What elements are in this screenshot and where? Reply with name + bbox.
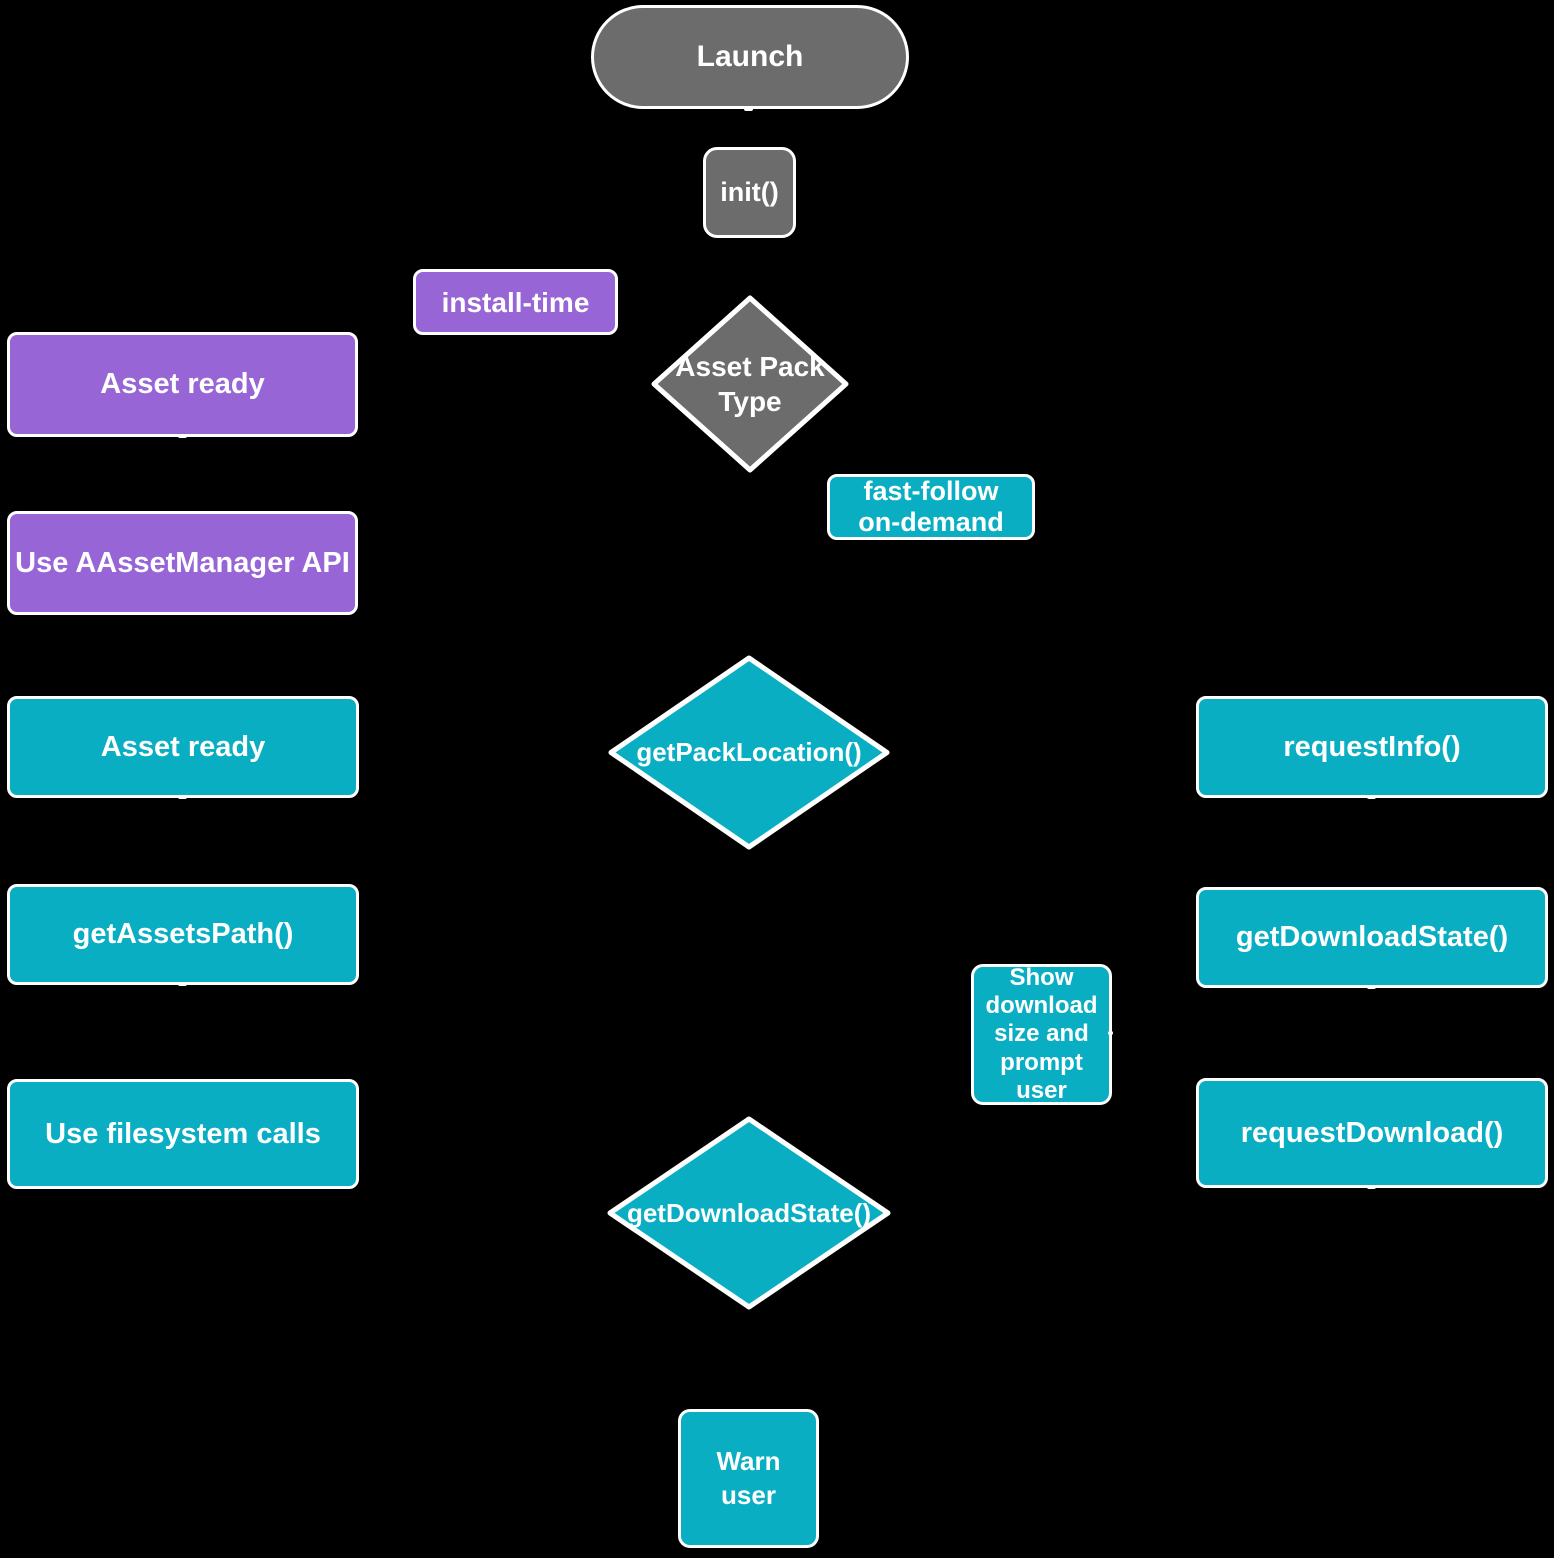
branch-label-fast-follow-on-demand: fast-follow on-demand <box>827 474 1035 540</box>
connector-stub <box>1367 795 1376 799</box>
node-show-download-size-prompt-label: Show download size and prompt user <box>985 964 1098 1104</box>
decision-asset-pack-type-label: Asset Pack Type <box>675 351 825 417</box>
diamond-shape <box>651 295 849 473</box>
connector-stub <box>1367 985 1376 989</box>
node-get-download-state: getDownloadState() <box>1196 887 1548 988</box>
decision-get-pack-location-label: getPackLocation() <box>636 737 862 768</box>
node-request-info: requestInfo() <box>1196 696 1548 798</box>
node-show-download-size-prompt: Show download size and prompt user <box>971 964 1112 1105</box>
connector-stub <box>178 982 187 986</box>
node-asset-ready-install-time-label: Asset ready <box>100 368 265 401</box>
node-init-label: init() <box>720 176 779 207</box>
node-use-aassetmanager-api: Use AAssetManager API <box>7 511 358 615</box>
node-asset-ready-install-time: Asset ready <box>7 332 358 437</box>
connector-stub <box>744 107 753 111</box>
diamond-shape <box>608 655 890 850</box>
node-launch-label: Launch <box>696 40 804 74</box>
connector-stub <box>178 795 187 799</box>
node-launch: Launch <box>591 5 909 109</box>
decision-get-download-state-label: getDownloadState() <box>626 1197 872 1228</box>
branch-label-fast-follow-on-demand-text: fast-follow on-demand <box>858 475 1004 537</box>
node-use-filesystem-calls-label: Use filesystem calls <box>45 1117 321 1150</box>
connector-stub <box>1108 1031 1113 1035</box>
node-request-download-label: requestDownload() <box>1240 1116 1504 1149</box>
node-get-assets-path: getAssetsPath() <box>7 884 359 985</box>
node-warn-user-label: Warn user <box>716 1445 781 1510</box>
decision-asset-pack-type: Asset Pack Type <box>650 294 850 474</box>
node-request-info-label: requestInfo() <box>1283 730 1461 763</box>
node-use-aassetmanager-api-label: Use AAssetManager API <box>15 546 350 579</box>
connector-stub <box>178 434 187 438</box>
node-warn-user: Warn user <box>678 1409 819 1548</box>
branch-label-install-time: install-time <box>413 269 618 335</box>
decision-get-download-state: getDownloadState() <box>606 1115 892 1311</box>
decision-get-pack-location: getPackLocation() <box>607 654 891 851</box>
node-asset-ready-fast-follow-label: Asset ready <box>100 730 266 763</box>
node-use-filesystem-calls: Use filesystem calls <box>7 1079 359 1189</box>
node-request-download: requestDownload() <box>1196 1078 1548 1188</box>
node-get-download-state-label: getDownloadState() <box>1235 921 1509 954</box>
node-get-assets-path-label: getAssetsPath() <box>72 918 294 951</box>
branch-label-install-time-text: install-time <box>441 286 590 318</box>
node-init: init() <box>703 147 796 238</box>
connector-stub <box>1367 1185 1376 1189</box>
diamond-shape <box>607 1116 891 1310</box>
node-asset-ready-fast-follow: Asset ready <box>7 696 359 798</box>
